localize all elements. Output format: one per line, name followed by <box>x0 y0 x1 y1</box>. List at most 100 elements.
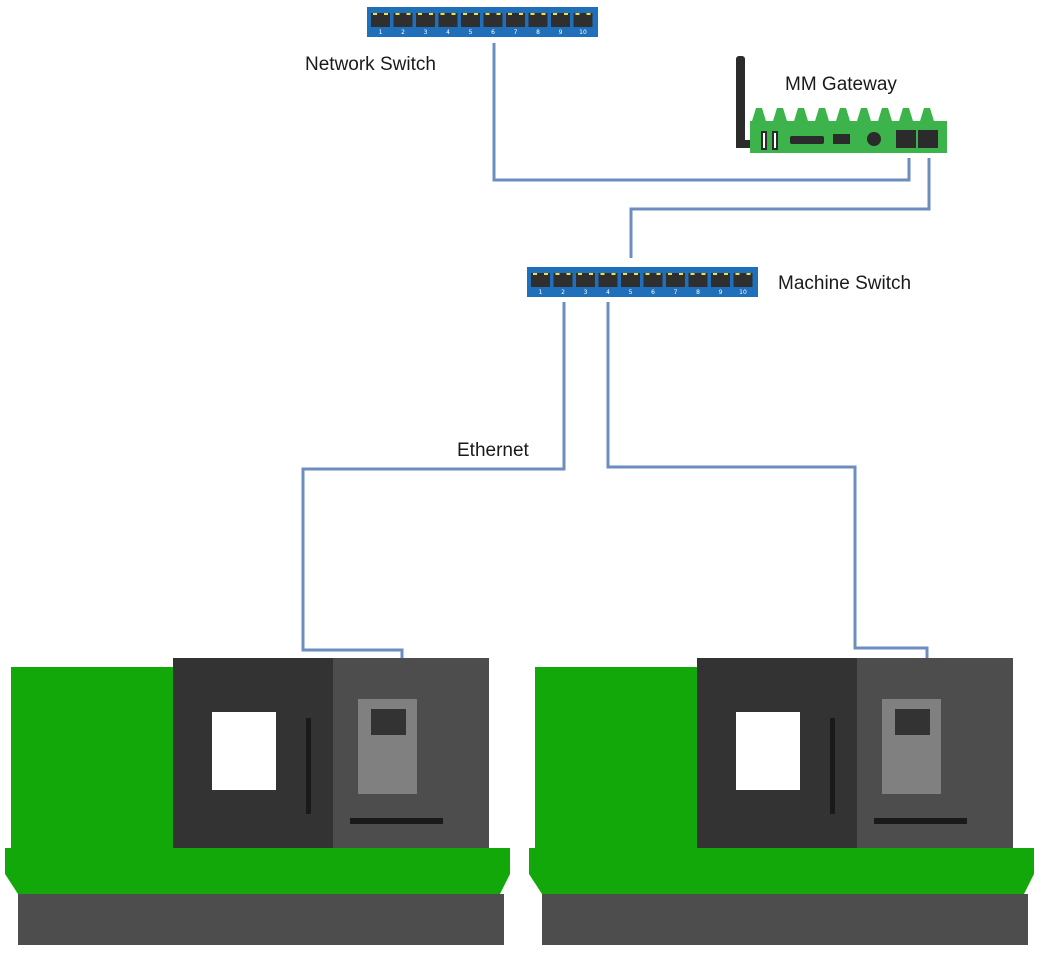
switch-port-icon <box>371 13 390 27</box>
port-led <box>690 273 695 275</box>
control-screen <box>895 709 930 735</box>
port-led <box>406 13 411 15</box>
port-number: 2 <box>401 29 405 36</box>
cable-network-switch-to-gateway <box>492 43 911 182</box>
cnc-machine-1 <box>5 658 510 945</box>
port-led <box>463 13 467 15</box>
door-window <box>212 712 276 790</box>
port-led <box>429 13 433 15</box>
port-led <box>395 13 400 15</box>
port-number: 10 <box>579 29 587 36</box>
port-led <box>735 273 740 275</box>
port-number: 9 <box>559 29 563 36</box>
port-led <box>713 273 717 275</box>
ethernet-label: Ethernet <box>457 440 529 461</box>
port-number: 1 <box>379 29 383 36</box>
port-led <box>508 13 512 15</box>
hdmi-port-icon <box>790 136 824 144</box>
antenna-base <box>736 140 758 148</box>
port-number: 1 <box>539 289 543 296</box>
panel-slot <box>350 818 443 824</box>
port-number: 8 <box>696 289 700 296</box>
cable-machine-switch-to-machine-2 <box>606 302 929 658</box>
port-led <box>418 13 422 15</box>
antenna-icon <box>736 56 745 148</box>
port-led <box>555 273 560 275</box>
cable-machine-switch-to-machine-1 <box>301 302 566 658</box>
port-led <box>600 273 605 275</box>
port-led <box>634 273 638 275</box>
port-led <box>544 273 548 275</box>
micro-usb-port-icon <box>833 134 850 144</box>
port-led <box>611 273 616 275</box>
port-number: 3 <box>424 29 428 36</box>
port-led <box>645 273 650 275</box>
port-led <box>533 273 537 275</box>
port-led <box>373 13 377 15</box>
switch-port-icon <box>528 13 548 27</box>
port-led <box>679 273 683 275</box>
port-led <box>553 13 557 15</box>
ethernet-port-icon <box>918 130 938 148</box>
switch-port-icon <box>733 273 753 287</box>
port-led <box>530 13 535 15</box>
cable-gateway-to-machine-switch <box>629 158 931 258</box>
switch-port-icon <box>461 13 480 27</box>
switch-port-icon <box>393 13 413 27</box>
switch-port-icon <box>621 273 640 287</box>
mm-gateway <box>736 56 947 153</box>
port-number: 6 <box>651 289 655 296</box>
port-number: 4 <box>446 29 450 36</box>
machine-switch-label: Machine Switch <box>778 273 912 294</box>
port-number: 6 <box>491 29 495 36</box>
cnc-machine-2 <box>529 658 1034 945</box>
switch-port-icon <box>576 273 595 287</box>
port-led <box>724 273 728 275</box>
switch-port-icon <box>531 273 550 287</box>
network-switch: 1 2 3 4 5 6 7 8 9 10 <box>367 7 598 37</box>
switch-port-icon <box>553 273 573 287</box>
network-switch-label: Network Switch <box>305 54 436 75</box>
switch-port-icon <box>551 13 570 27</box>
port-led <box>519 13 523 15</box>
port-number: 3 <box>584 289 588 296</box>
ethernet-port-icon <box>896 130 916 148</box>
switch-port-icon <box>598 273 618 287</box>
power-jack-icon <box>867 132 881 146</box>
port-number: 10 <box>739 289 747 296</box>
machine-body <box>535 667 700 852</box>
machine-base <box>542 894 1028 945</box>
port-number: 9 <box>719 289 723 296</box>
panel-slot <box>874 818 967 824</box>
port-led <box>564 13 568 15</box>
port-led <box>668 273 672 275</box>
port-led <box>384 13 388 15</box>
machine-base <box>18 894 504 945</box>
port-number: 5 <box>469 29 473 36</box>
switch-port-icon <box>416 13 435 27</box>
port-led <box>656 273 661 275</box>
port-led <box>440 13 445 15</box>
switch-port-icon <box>483 13 503 27</box>
port-led <box>496 13 501 15</box>
gateway-label: MM Gateway <box>785 74 897 95</box>
port-led <box>586 13 591 15</box>
machine-ledge <box>529 848 1034 894</box>
switch-port-icon <box>643 273 663 287</box>
port-led <box>451 13 456 15</box>
door-handle <box>306 718 311 814</box>
gateway-board <box>750 108 947 153</box>
switch-port-icon <box>688 273 708 287</box>
port-led <box>589 273 593 275</box>
machine-ledge <box>5 848 510 894</box>
port-number: 4 <box>606 289 610 296</box>
port-number: 7 <box>674 289 678 296</box>
port-led <box>746 273 751 275</box>
switch-port-icon <box>711 273 730 287</box>
switch-port-icon <box>573 13 593 27</box>
port-number: 7 <box>514 29 518 36</box>
cables <box>301 43 931 658</box>
port-number: 8 <box>536 29 540 36</box>
port-led <box>566 273 571 275</box>
